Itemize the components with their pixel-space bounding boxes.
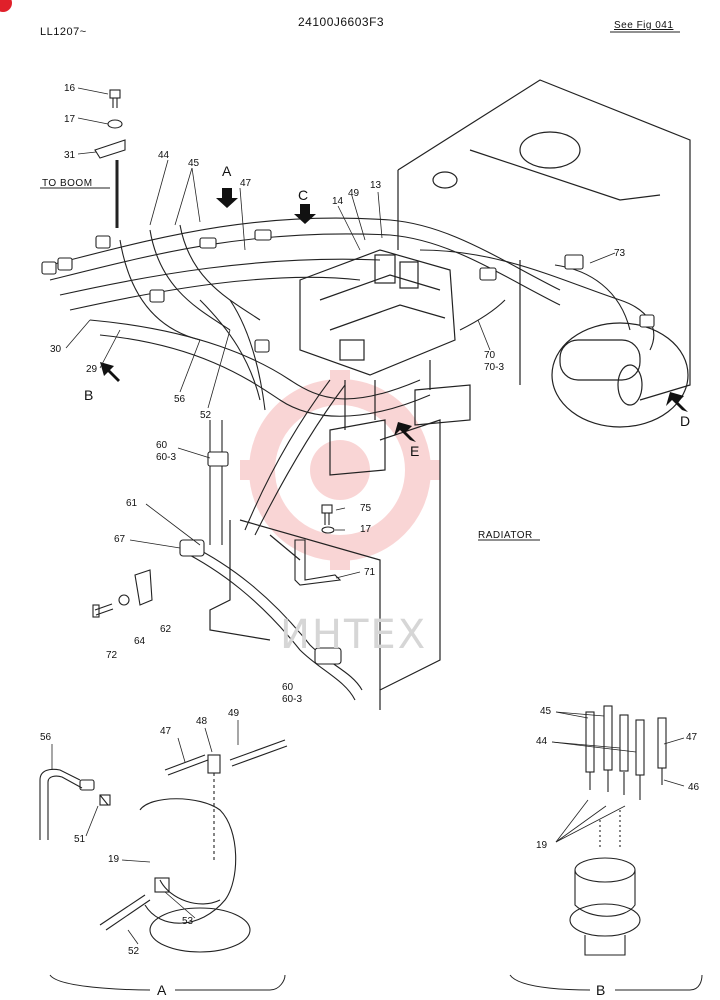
callout-75: 75 bbox=[360, 503, 372, 514]
callout-60a: 60 bbox=[156, 440, 168, 451]
callout-49: 49 bbox=[348, 188, 360, 199]
callout-72: 72 bbox=[106, 650, 118, 661]
watermark-text: ИНТЕХ bbox=[280, 612, 427, 658]
radiator-frame bbox=[209, 419, 441, 710]
callout-67: 67 bbox=[114, 534, 126, 545]
callout-60b: 60 bbox=[282, 682, 294, 693]
detail-a-callout-19: 19 bbox=[108, 854, 120, 865]
detail-b-callout-47: 47 bbox=[686, 732, 698, 743]
view-label-d: D bbox=[680, 413, 690, 429]
bolt-clamp-parts bbox=[94, 89, 126, 228]
callout-60-3b: 60-3 bbox=[282, 694, 302, 705]
callout-13: 13 bbox=[370, 180, 382, 191]
detail-b-swivel-joint bbox=[569, 705, 667, 956]
detail-b-title: B bbox=[596, 982, 605, 998]
callout-31: 31 bbox=[64, 150, 76, 161]
detail-b-callout-46: 46 bbox=[688, 782, 700, 793]
detail-frames bbox=[40, 31, 703, 991]
detail-b-callout-19: 19 bbox=[536, 840, 548, 851]
detail-a-callout-56: 56 bbox=[40, 732, 52, 743]
callout-30: 30 bbox=[50, 344, 62, 355]
detail-a-swing-motor bbox=[39, 739, 288, 953]
detail-a-callout-52: 52 bbox=[128, 946, 140, 957]
callout-70-3: 70-3 bbox=[484, 362, 504, 373]
clamp-parts-62 bbox=[92, 569, 153, 618]
detail-b-callout-44: 44 bbox=[536, 736, 548, 747]
callout-47: 47 bbox=[240, 178, 252, 189]
part-number: 24100J6603F3 bbox=[298, 15, 385, 29]
callout-17a: 17 bbox=[64, 114, 76, 125]
callout-71: 71 bbox=[364, 567, 376, 578]
callout-17b: 17 bbox=[360, 524, 372, 535]
model-label: LL1207~ bbox=[40, 26, 87, 38]
callout-45: 45 bbox=[188, 158, 200, 169]
callout-29: 29 bbox=[86, 364, 98, 375]
detail-a-callout-48: 48 bbox=[196, 716, 208, 727]
detail-leader-lines bbox=[51, 711, 685, 945]
view-label-a: A bbox=[222, 163, 232, 179]
callout-14: 14 bbox=[332, 196, 344, 207]
corner-badge bbox=[0, 0, 12, 12]
callout-73: 73 bbox=[614, 248, 626, 259]
leader-lines bbox=[65, 87, 616, 579]
view-label-e: E bbox=[410, 443, 419, 459]
view-label-b: B bbox=[84, 387, 93, 403]
return-filter bbox=[551, 322, 689, 428]
detail-b-callout-45: 45 bbox=[540, 706, 552, 717]
detail-a-callout-51: 51 bbox=[74, 834, 86, 845]
detail-a-callout-49: 49 bbox=[228, 708, 240, 719]
detail-a-title: A bbox=[157, 982, 167, 998]
view-arrows bbox=[100, 188, 688, 442]
detail-a-callout-47: 47 bbox=[160, 726, 172, 737]
watermark-logo bbox=[240, 370, 440, 570]
callout-44: 44 bbox=[158, 150, 170, 161]
valve-bracket bbox=[329, 360, 471, 476]
to-boom-label: TO BOOM bbox=[42, 178, 93, 189]
callout-70: 70 bbox=[484, 350, 496, 361]
callout-62: 62 bbox=[160, 624, 172, 635]
hose-fittings bbox=[41, 229, 655, 665]
detail-a-callout-53: 53 bbox=[182, 916, 194, 927]
callout-16: 16 bbox=[64, 83, 76, 94]
callout-56: 56 bbox=[174, 394, 186, 405]
control-valve bbox=[299, 249, 456, 376]
callout-64: 64 bbox=[134, 636, 146, 647]
callout-labels: 16 17 31 44 45 47 49 13 14 30 29 56 52 6… bbox=[40, 83, 700, 998]
see-fig-link[interactable]: See Fig 041 bbox=[614, 20, 674, 31]
callout-52: 52 bbox=[200, 410, 212, 421]
view-label-c: C bbox=[298, 187, 308, 203]
callout-60-3a: 60-3 bbox=[156, 452, 176, 463]
hydraulic-tank bbox=[397, 79, 691, 401]
callout-61: 61 bbox=[126, 498, 138, 509]
radiator-label: RADIATOR bbox=[478, 530, 533, 541]
